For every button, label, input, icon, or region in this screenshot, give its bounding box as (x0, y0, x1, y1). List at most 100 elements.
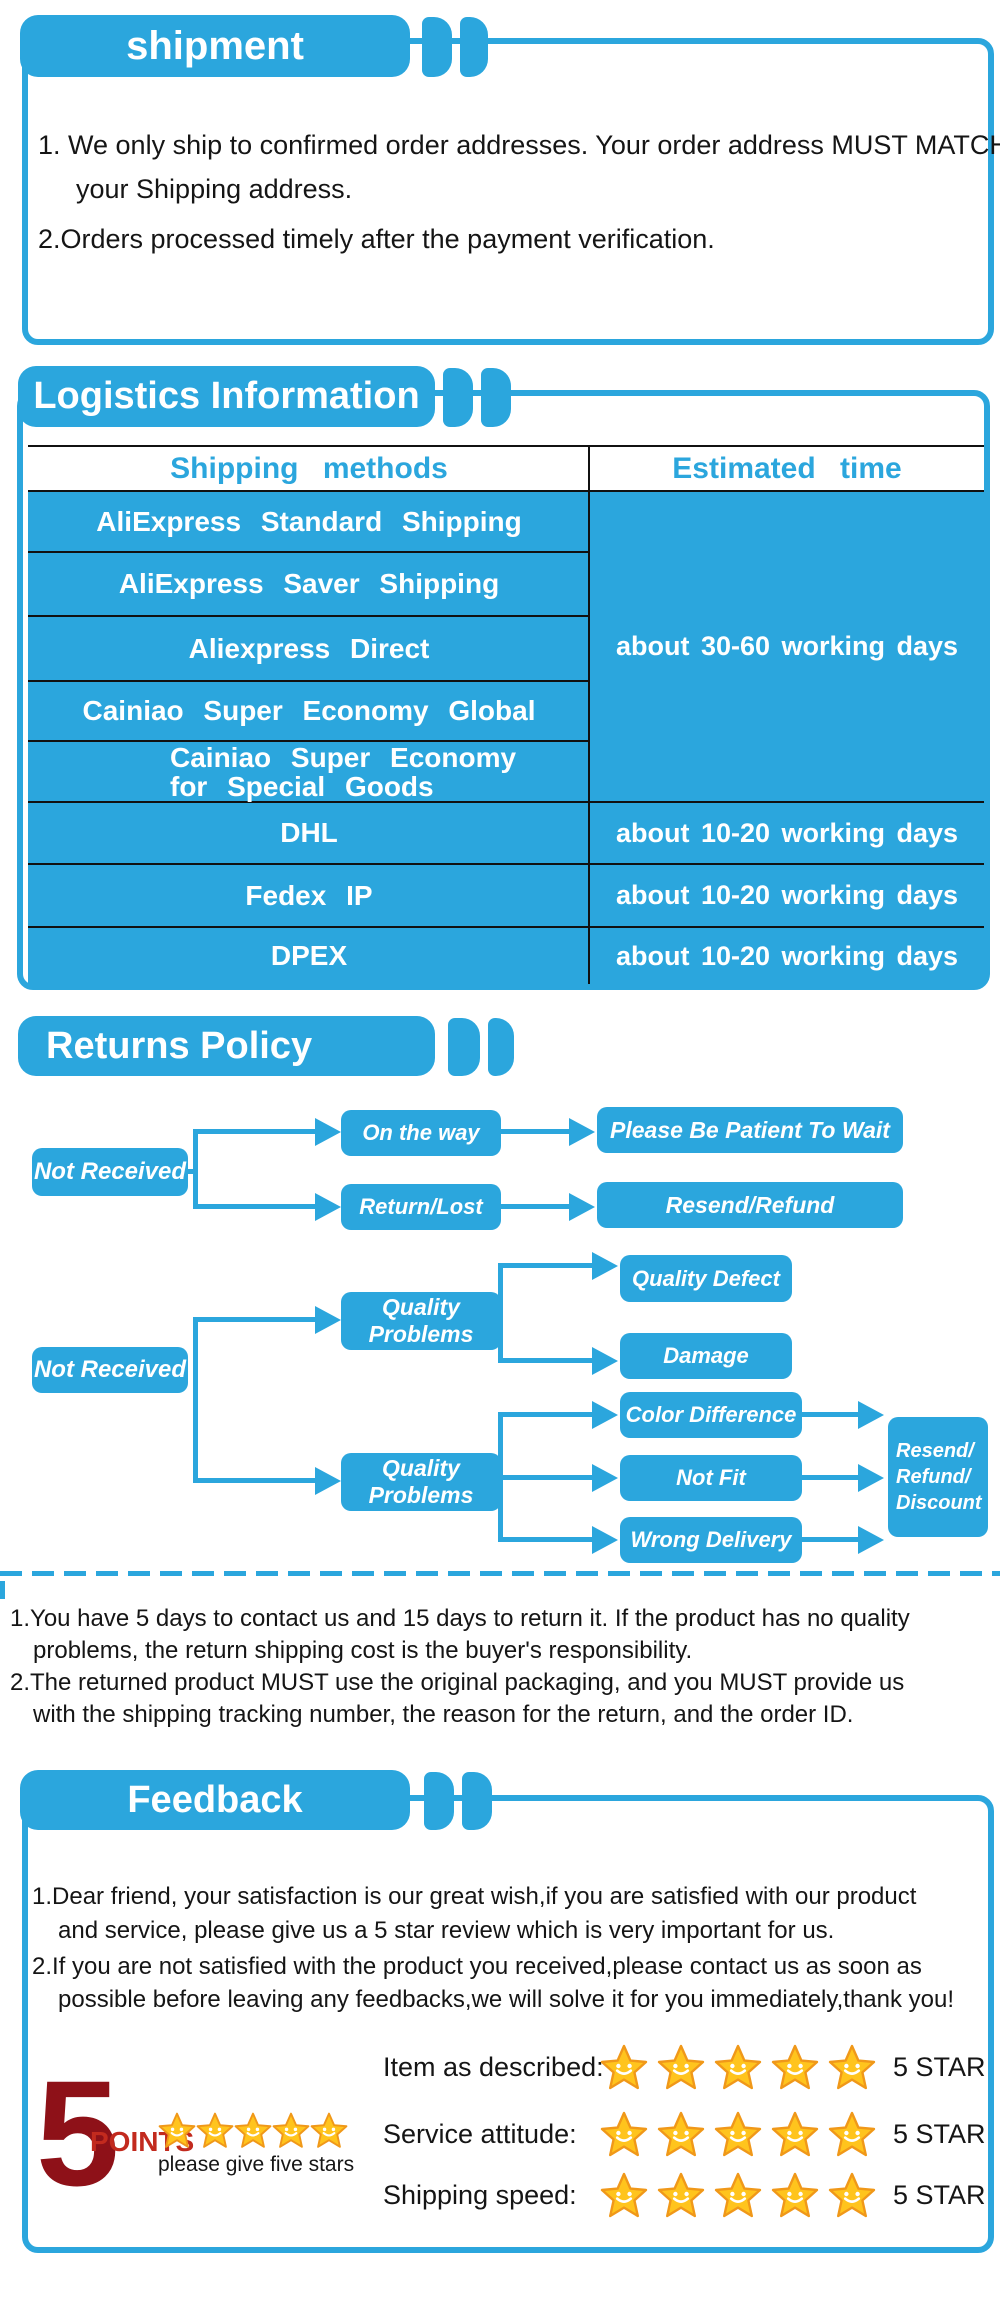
table-cell-method: AliExpress Saver Shipping (28, 553, 590, 617)
connector-line (501, 1204, 571, 1209)
connector-line (501, 1129, 571, 1134)
table-cell-method: DHL (28, 803, 590, 865)
star-icon (234, 2112, 272, 2148)
rating-label: Item as described: (383, 2052, 604, 2082)
arrow-icon (592, 1464, 618, 1492)
rating-stars (600, 2172, 876, 2220)
banner-decoration-icon (481, 368, 511, 427)
banner-decoration-icon (448, 1018, 480, 1076)
connector-line (498, 1412, 594, 1417)
table-cell-method: Aliexpress Direct (28, 617, 590, 682)
star-icon (272, 2112, 310, 2148)
flow-node-on-the-way: On the way (341, 1110, 501, 1156)
arrow-icon (569, 1118, 595, 1146)
star-icon (714, 2172, 762, 2218)
connector-line (186, 1169, 196, 1174)
returns-note-line: 2.The returned product MUST use the orig… (10, 1669, 905, 1696)
banner-decoration-icon (443, 368, 473, 427)
returns-title: Returns Policy (46, 1024, 313, 1067)
arrow-icon (858, 1401, 884, 1429)
five-points-caption: please give five stars (158, 2153, 355, 2176)
flow-node-be-patient: Please Be Patient To Wait (597, 1107, 903, 1153)
connector-line (193, 1129, 198, 1209)
arrow-icon (592, 1347, 618, 1375)
returns-banner: Returns Policy (18, 1016, 435, 1076)
flow-node-not-fit: Not Fit (620, 1455, 802, 1501)
arrow-icon (315, 1467, 341, 1495)
banner-decoration-icon (422, 17, 452, 77)
logistics-banner: Logistics Information (18, 366, 435, 427)
feedback-note-line: 2.If you are not satisfied with the prod… (32, 1953, 922, 1980)
feedback-banner: Feedback (20, 1770, 410, 1830)
star-icon (771, 2044, 819, 2090)
star-icon (600, 2172, 648, 2218)
logistics-title: Logistics Information (33, 375, 420, 417)
returns-note-line: with the shipping tracking number, the r… (33, 1701, 854, 1728)
connector-line (498, 1263, 503, 1363)
table-cell-time: about 10-20 working days (590, 928, 984, 984)
feedback-title: Feedback (127, 1778, 303, 1821)
connector-line (498, 1358, 594, 1363)
feedback-note-line: and service, please give us a 5 star rev… (58, 1917, 835, 1944)
shipment-note-line: 2.Orders processed timely after the paym… (38, 224, 715, 254)
star-icon (828, 2111, 876, 2157)
table-cell-time: about 10-20 working days (590, 803, 984, 865)
star-icon (771, 2111, 819, 2157)
flow-node-resend-refund-discount: Resend/ Refund/ Discount (888, 1417, 988, 1537)
star-icon (771, 2172, 819, 2218)
connector-line (193, 1478, 317, 1483)
table-top-border (28, 445, 984, 447)
table-header-shipping-methods: Shipping methods (28, 447, 590, 492)
star-icon (828, 2044, 876, 2090)
rating-label: Shipping speed: (383, 2180, 577, 2210)
connector-line (802, 1537, 860, 1542)
star-icon (714, 2044, 762, 2090)
connector-line (193, 1317, 317, 1322)
rating-value: 5 STAR (893, 2119, 986, 2149)
flow-node-wrong-delivery: Wrong Delivery (620, 1517, 802, 1563)
returns-note-line: 1.You have 5 days to contact us and 15 d… (10, 1605, 910, 1632)
rating-value: 5 STAR (893, 2180, 986, 2210)
flow-node-quality-problems-2: Quality Problems (341, 1453, 501, 1511)
flow-node-color-difference: Color Difference (620, 1392, 802, 1438)
banner-decoration-icon (424, 1772, 454, 1830)
five-points-number: 5 (36, 2049, 120, 2217)
table-cell-time: about 10-20 working days (590, 865, 984, 928)
rating-stars (600, 2044, 876, 2092)
arrow-icon (858, 1464, 884, 1492)
table-cell-time-merged: about 30-60 working days (590, 492, 984, 803)
shipment-banner: shipment (20, 15, 410, 77)
shipment-note-line: your Shipping address. (76, 174, 353, 204)
feedback-box (22, 1795, 994, 2253)
star-icon (600, 2044, 648, 2090)
banner-decoration-icon (460, 17, 488, 77)
flow-node-quality-problems-1: Quality Problems (341, 1292, 501, 1350)
table-cell-method: AliExpress Standard Shipping (28, 492, 590, 553)
returns-note-line: problems, the return shipping cost is th… (33, 1637, 693, 1664)
shipment-note-line: 1. We only ship to confirmed order addre… (38, 130, 1000, 160)
table-cell-method: Cainiao Super Economy for Special Goods (28, 742, 590, 803)
star-icon (657, 2172, 705, 2218)
feedback-note-line: possible before leaving any feedbacks,we… (58, 1986, 955, 2013)
connector-line (193, 1129, 317, 1134)
connector-line (498, 1475, 594, 1480)
connector-line (498, 1537, 594, 1542)
star-icon (196, 2112, 234, 2148)
flow-node-damage: Damage (620, 1333, 792, 1379)
arrow-icon (315, 1118, 341, 1146)
star-icon (657, 2111, 705, 2157)
dashed-divider-end (0, 1581, 5, 1599)
flow-node-not-received-1: Not Received (32, 1148, 188, 1196)
banner-decoration-icon (462, 1772, 492, 1830)
arrow-icon (569, 1193, 595, 1221)
five-points-stars (158, 2112, 358, 2150)
shipment-title: shipment (126, 23, 304, 68)
table-header-estimated-time: Estimated time (590, 447, 984, 492)
flow-node-quality-defect: Quality Defect (620, 1255, 792, 1302)
dashed-divider (0, 1571, 1000, 1576)
arrow-icon (592, 1401, 618, 1429)
flow-node-return-lost: Return/Lost (341, 1184, 501, 1230)
arrow-icon (858, 1526, 884, 1554)
connector-line (802, 1475, 860, 1480)
